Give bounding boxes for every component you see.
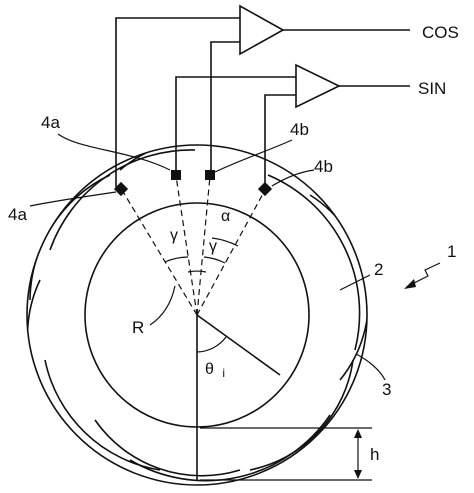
height-dimension — [200, 427, 372, 481]
leader-part-3 — [355, 353, 386, 381]
gamma-arc-inner — [187, 270, 207, 273]
label-part-1: 1 — [447, 242, 456, 261]
sensors — [113, 170, 273, 197]
leader-part-2 — [339, 274, 371, 291]
label-radius: R — [132, 318, 144, 337]
leader-part-1 — [407, 262, 441, 287]
leader-4b-right — [271, 169, 315, 187]
sensor-4b-right — [257, 181, 273, 197]
label-height: h — [370, 445, 379, 464]
sin-label: SIN — [418, 79, 446, 98]
label-4a-top: 4a — [41, 113, 60, 132]
wiring — [115, 17, 410, 187]
label-part-3: 3 — [382, 380, 391, 399]
arrow-part-1 — [404, 279, 416, 289]
leader-radius — [149, 285, 176, 326]
gamma-arc-left — [164, 256, 189, 263]
label-gamma-left: γ — [170, 227, 178, 244]
theta-subscript: i — [222, 366, 225, 380]
theta-radius-line — [196, 314, 281, 376]
leader-4b-top — [214, 139, 293, 173]
cos-amplifier — [239, 4, 285, 56]
theta-arc — [196, 336, 227, 353]
leader-4a-top — [57, 133, 171, 171]
sensor-4b-top — [205, 170, 215, 180]
label-alpha: α — [221, 208, 230, 225]
cos-label: COS — [422, 23, 459, 42]
sensor-4a-top — [171, 170, 181, 180]
theta-symbol: θ — [205, 361, 214, 378]
alpha-arc — [211, 237, 239, 247]
label-gamma-right: γ — [209, 238, 217, 255]
label-theta: θ i — [205, 361, 225, 380]
leader-4a-left — [29, 191, 117, 207]
label-part-2: 2 — [374, 260, 383, 279]
sin-amplifier — [295, 63, 341, 109]
label-4b-top: 4b — [290, 120, 309, 139]
label-4a-left: 4a — [8, 205, 27, 224]
sensor-rays — [121, 175, 266, 316]
label-4b-right: 4b — [314, 157, 333, 176]
gamma-arc-right — [203, 256, 226, 264]
